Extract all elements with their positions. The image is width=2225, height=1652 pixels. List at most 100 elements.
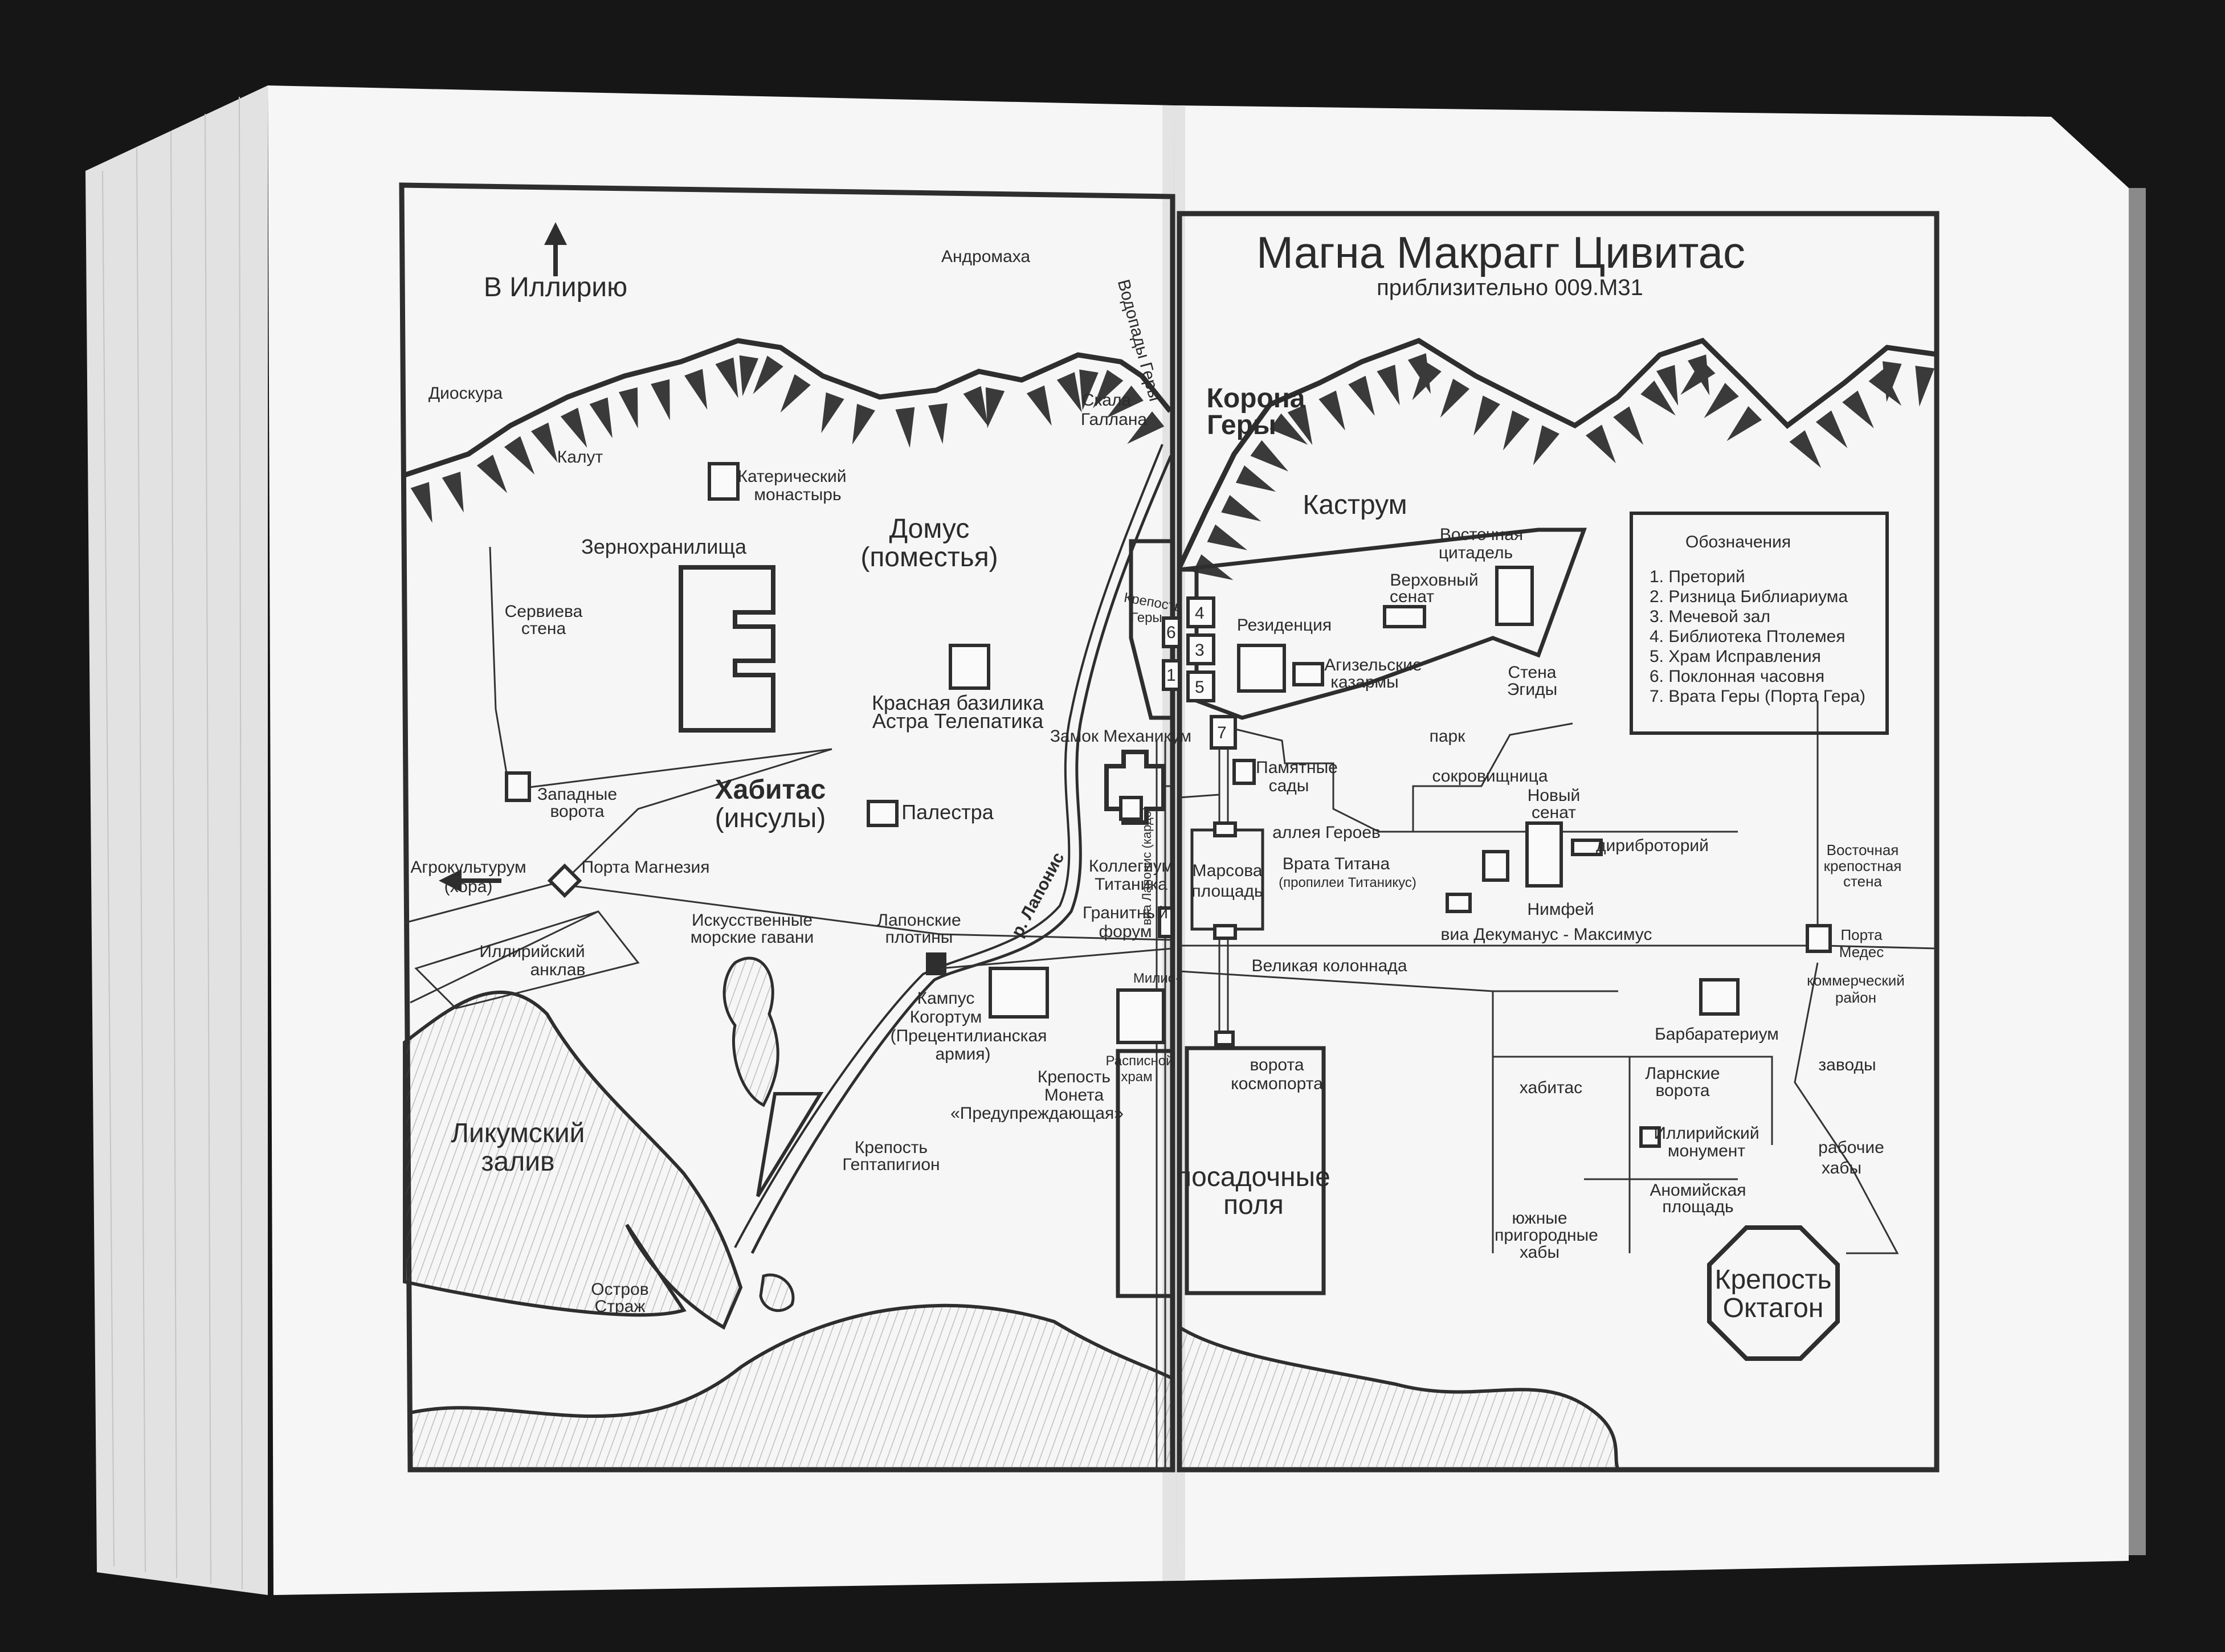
residence-building bbox=[1237, 644, 1286, 693]
label-east-wall: стена bbox=[1843, 873, 1882, 890]
label-hera-fortress: Геры bbox=[1130, 610, 1162, 625]
right-map-frame bbox=[1177, 211, 1940, 1473]
label-titan-gate: Врата Титана bbox=[1283, 854, 1390, 873]
porta-medes-gate bbox=[1806, 924, 1832, 953]
building-number: 3 bbox=[1195, 641, 1205, 660]
mountain-triangle bbox=[1533, 425, 1559, 465]
mountain-triangle bbox=[618, 387, 638, 429]
mountain-triangle bbox=[1613, 406, 1644, 445]
mountain-triangle bbox=[1207, 524, 1248, 550]
label-granaries: Зернохранилища bbox=[581, 535, 747, 558]
label-corona: Геры bbox=[1207, 410, 1276, 440]
label-harbours: морские гавани bbox=[691, 928, 814, 947]
barracks-building bbox=[1292, 662, 1324, 686]
label-enclave: Иллирийский bbox=[479, 942, 585, 961]
label-commercial: коммерческий bbox=[1807, 972, 1905, 989]
label-east-citadel: цитадель bbox=[1439, 543, 1513, 562]
mountain-triangle bbox=[1106, 385, 1144, 419]
mountain-triangle bbox=[410, 482, 432, 523]
label-campus: армия) bbox=[936, 1045, 991, 1064]
label-moneta: Крепость bbox=[1038, 1068, 1111, 1086]
label-gallan: Галлана bbox=[1081, 410, 1148, 429]
mountain-triangle bbox=[1250, 440, 1289, 472]
label-forum: форум bbox=[1099, 922, 1152, 941]
mountain-triangles bbox=[410, 353, 1935, 580]
label-colonnade: Великая колоннада bbox=[1251, 956, 1407, 975]
titan-gate bbox=[1213, 821, 1237, 837]
label-anomian: Аномийская bbox=[1650, 1181, 1746, 1200]
label-via-laponis: виа Лапонис (кардо) bbox=[1140, 807, 1154, 926]
label-harbours: Искусственные bbox=[692, 911, 813, 930]
label-forum: Гранитный bbox=[1083, 903, 1168, 922]
label-habitas: Хабитас bbox=[715, 775, 826, 805]
label-milliarium: Милио- bbox=[1133, 971, 1180, 986]
left-labels: В Иллирию Андромаха Диоскура Калут Водоп… bbox=[410, 247, 1191, 1316]
label-porta-magnesia: Порта Магнезия bbox=[582, 858, 710, 877]
building-number: 5 bbox=[1195, 678, 1205, 697]
moneta-building bbox=[1116, 988, 1165, 1044]
mountain-triangle bbox=[1680, 359, 1716, 395]
label-collegium: Коллегиум bbox=[1089, 857, 1173, 876]
mountain-ridge-right bbox=[1177, 337, 1937, 569]
label-factories: заводы bbox=[1818, 1056, 1876, 1074]
roads-left bbox=[404, 546, 1173, 1470]
label-treasury: сокровищница bbox=[1432, 767, 1548, 786]
label-domus: Домус bbox=[889, 514, 970, 544]
label-painted-temple: Расписной bbox=[1106, 1053, 1174, 1069]
legend-item: 4. Библиотека Птолемея bbox=[1650, 627, 1846, 646]
river-laponis bbox=[750, 455, 1173, 1254]
mountain-triangle bbox=[1412, 361, 1442, 400]
granaries-building bbox=[679, 565, 775, 733]
label-agro: (хора) bbox=[444, 877, 493, 896]
porta-magnesia-gate bbox=[547, 863, 582, 898]
label-gallan: Скала bbox=[1082, 391, 1132, 410]
mountain-triangle bbox=[739, 355, 759, 396]
book-cover-edge bbox=[2129, 188, 2146, 1555]
label-monastery: монастырь bbox=[754, 485, 841, 504]
building-number: 6 bbox=[1166, 623, 1176, 642]
legend-item: 7. Врата Геры (Порта Гера) bbox=[1650, 687, 1865, 706]
mountain-triangle bbox=[1093, 370, 1124, 408]
label-servian-wall: Сервиева bbox=[505, 602, 583, 621]
mountain-triangle bbox=[504, 436, 535, 475]
label-campus: Когортум bbox=[910, 1008, 982, 1027]
label-nymphaeum: Нимфей bbox=[1527, 900, 1594, 919]
senate-building bbox=[1383, 605, 1426, 628]
mountain-triangle bbox=[1269, 413, 1308, 445]
mountain-triangle bbox=[753, 355, 783, 394]
painted-temple bbox=[1116, 1049, 1175, 1298]
label-decumanus: виа Декуманус - Максимус bbox=[1441, 925, 1652, 944]
label-andromakha: Андромаха bbox=[941, 247, 1030, 266]
mountain-triangle bbox=[476, 455, 508, 493]
label-diribitorium: дириброторий bbox=[1596, 836, 1709, 855]
colonnade-gate bbox=[1213, 924, 1237, 940]
harbour-island bbox=[722, 956, 779, 1107]
label-mars-square: площадь bbox=[1191, 882, 1263, 901]
label-senate: Верховный bbox=[1390, 571, 1478, 590]
mountain-triangle bbox=[985, 387, 1005, 428]
treasury-building bbox=[1482, 850, 1509, 882]
label-kalut: Калут bbox=[557, 448, 603, 467]
label-heptapigion: Гептапигион bbox=[842, 1155, 940, 1174]
legend-title: Обозначения bbox=[1685, 533, 1791, 551]
mountain-triangle bbox=[1221, 494, 1261, 522]
map-subtitle: приблизительно 009.М31 bbox=[1377, 275, 1643, 300]
label-enclave: анклав bbox=[530, 960, 586, 979]
legend-item: 3. Мечевой зал bbox=[1650, 607, 1770, 626]
label-landing-fields: поля bbox=[1223, 1190, 1284, 1220]
label-monument: монумент bbox=[1668, 1142, 1745, 1160]
mountain-triangle bbox=[442, 471, 464, 513]
mountain-triangle bbox=[1127, 411, 1165, 444]
coastline-right bbox=[1178, 1324, 1621, 1471]
legend-item: 1. Преторий bbox=[1650, 567, 1745, 586]
label-barracks: казармы bbox=[1330, 673, 1398, 692]
mountain-triangle bbox=[589, 397, 613, 439]
label-aegis-wall: Стена bbox=[1508, 663, 1556, 682]
spaceport-gate bbox=[1214, 1031, 1235, 1046]
east-citadel bbox=[1495, 566, 1534, 626]
label-anomian: площадь bbox=[1662, 1197, 1733, 1216]
label-north: В Иллирию bbox=[484, 272, 627, 302]
basilica-building bbox=[949, 644, 990, 690]
label-island: Остров bbox=[591, 1280, 648, 1299]
label-titan-gate: (пропилеи Титаникус) bbox=[1279, 875, 1416, 890]
